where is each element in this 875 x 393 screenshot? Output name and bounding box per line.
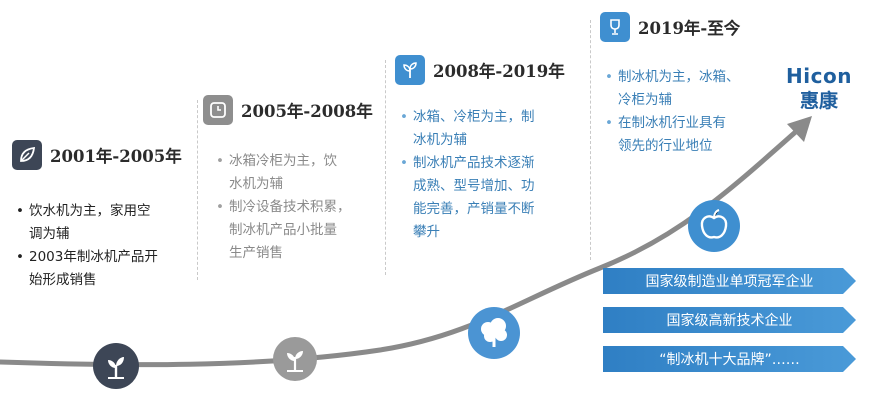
hicon-logo: Hicon 惠康 xyxy=(786,64,852,113)
phase-title: 2008年-2019年 xyxy=(433,62,565,81)
phase-bullet: 制冰机为主，冰箱、冷柜为辅 xyxy=(605,66,777,112)
sprout-icon xyxy=(395,55,425,85)
trophy-icon xyxy=(600,12,630,42)
phase-title: 2019年-至今 xyxy=(638,19,741,38)
divider-2 xyxy=(385,60,386,275)
phase-title: 2005年-2008年 xyxy=(241,102,373,121)
phase-title: 2001年-2005年 xyxy=(50,147,182,166)
divider-3 xyxy=(590,20,591,260)
seedling-node-icon xyxy=(273,337,317,381)
honor-ribbon: 国家级制造业单项冠军企业 xyxy=(603,268,856,294)
leaf-icon xyxy=(12,140,42,170)
clock-icon xyxy=(203,95,233,125)
honor-ribbon: “制冰机十大品牌”…… xyxy=(603,346,856,372)
apple-node-icon xyxy=(688,200,740,252)
brand-cn: 惠康 xyxy=(799,90,838,112)
sprout-node-icon xyxy=(93,343,139,389)
divider-1 xyxy=(197,100,198,280)
brand-en: Hicon xyxy=(786,64,852,88)
tree-node-icon xyxy=(468,307,520,359)
honor-ribbon: 国家级高新技术企业 xyxy=(603,307,856,333)
